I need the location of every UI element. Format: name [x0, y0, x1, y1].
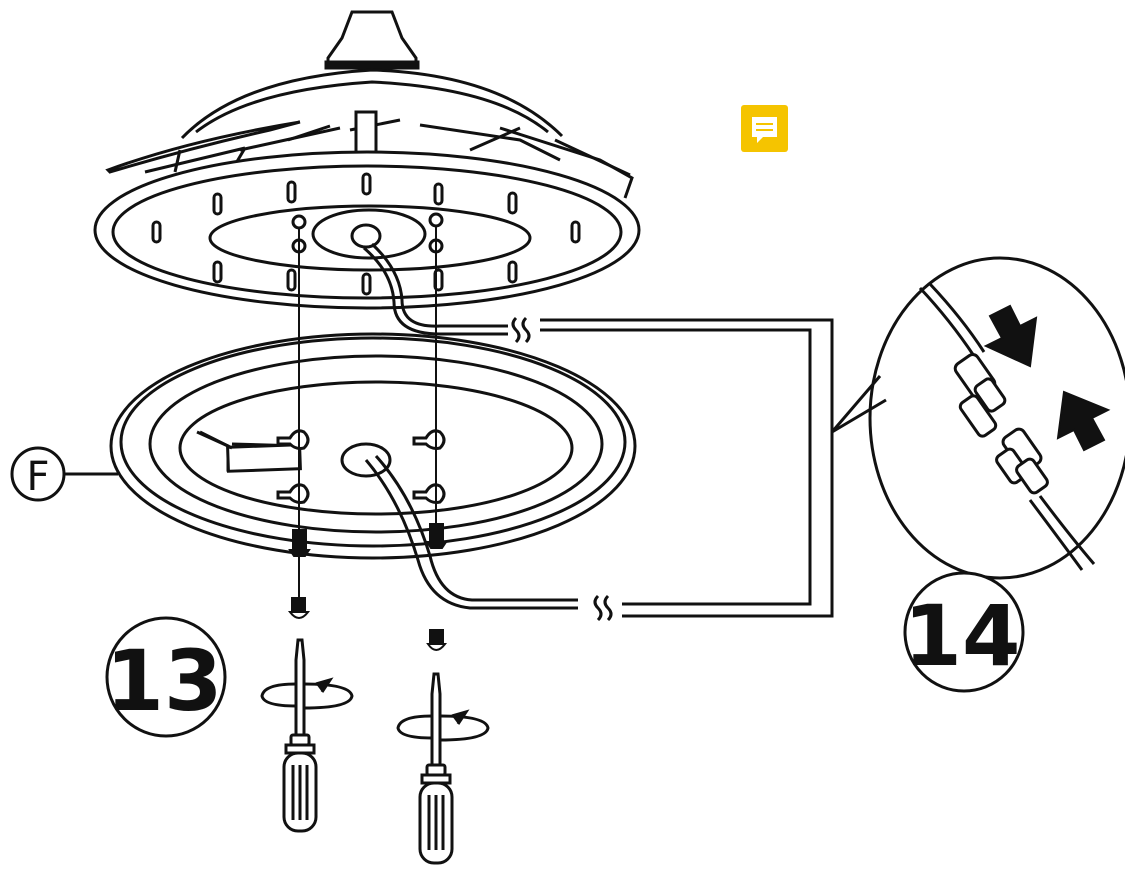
part-label-f: F [10, 446, 118, 502]
fan-motor-housing [93, 10, 641, 310]
step-13-label: 13 [105, 616, 227, 738]
comment-note-icon[interactable] [741, 105, 788, 152]
wire-connector-icon [953, 353, 1049, 495]
step-14-label: 14 [903, 571, 1025, 693]
part-letter: F [26, 454, 49, 500]
power-wire [199, 242, 834, 622]
light-cover-plate [109, 332, 637, 560]
connector-detail-callout [830, 256, 1125, 580]
rotation-arrow-icon [260, 677, 490, 742]
step-number: 14 [904, 587, 1021, 685]
screw-icon [287, 523, 448, 651]
step-number: 13 [106, 632, 223, 730]
comment-glyph [752, 117, 777, 143]
push-arrow-icon [983, 304, 1111, 452]
screwdriver-icon [282, 638, 454, 865]
